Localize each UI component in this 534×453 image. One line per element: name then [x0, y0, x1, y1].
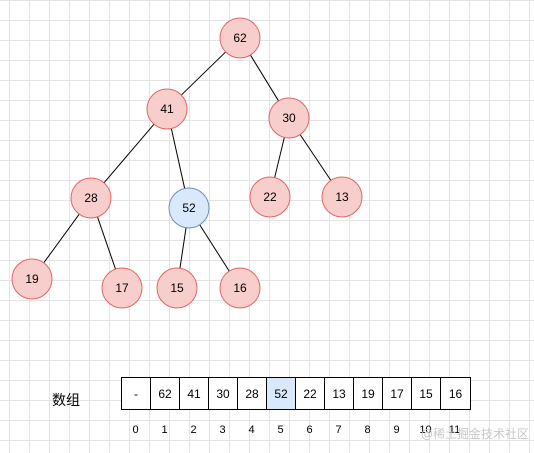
- tree-edge-n3-n8: [97, 216, 116, 270]
- tree-node-circle: [219, 17, 261, 59]
- tree-node-label: 17: [115, 281, 129, 295]
- array-index: 2: [190, 424, 197, 436]
- tree-edge-n4-n9: [179, 227, 187, 269]
- tree-edge-n3-n7: [43, 213, 80, 264]
- tree-edge-n0-n1: [180, 51, 227, 96]
- tree-edge-n2-n6: [299, 134, 332, 181]
- tree-node: 28: [70, 177, 112, 219]
- tree-node-label: 19: [25, 272, 39, 286]
- tree-edge-n1-n3: [103, 123, 155, 184]
- tree-node: 30: [268, 97, 310, 139]
- array-cell: 17: [383, 378, 412, 409]
- tree-node-label: 15: [170, 281, 184, 295]
- array-index: 10: [419, 424, 432, 436]
- array-index: 4: [248, 424, 255, 436]
- tree-node-highlighted: 52: [168, 187, 210, 229]
- array-cell: 41: [180, 378, 209, 409]
- array-cell: 15: [412, 378, 441, 409]
- tree-node-circle: [168, 187, 210, 229]
- array-cell: 62: [151, 378, 180, 409]
- array-cell: 13: [325, 378, 354, 409]
- watermark: @稀土掘金技术社区: [421, 427, 530, 441]
- tree-nodes: 62 41 30 28 52 22 13 19 17 15 16: [11, 17, 363, 309]
- tree-node-label: 62: [233, 31, 247, 45]
- array-index: 7: [335, 424, 342, 436]
- tree-node: 41: [146, 88, 188, 130]
- tree-node: 16: [219, 267, 261, 309]
- tree-node-label: 30: [282, 111, 296, 125]
- array-index: 9: [393, 424, 400, 436]
- tree-node-circle: [11, 258, 53, 300]
- array-cell: -: [122, 378, 151, 409]
- tree-node-circle: [156, 267, 198, 309]
- array-cell: 19: [354, 378, 383, 409]
- tree-edge-n0-n2: [250, 54, 279, 102]
- array-index: 11: [448, 424, 461, 436]
- tree-node-label: 22: [263, 190, 277, 204]
- tree-node-circle: [101, 267, 143, 309]
- array-index: 0: [132, 424, 139, 436]
- tree-node-label: 13: [335, 190, 349, 204]
- tree-edge-n1-n4: [170, 128, 186, 189]
- array-index: 8: [364, 424, 371, 436]
- tree-node-label: 16: [233, 281, 247, 295]
- tree-edge-n4-n10: [199, 224, 230, 272]
- array-indices: 0 1 2 3 4 5 6 7 8 9 10 11: [121, 424, 469, 436]
- array-cell-highlighted: 52: [267, 378, 296, 409]
- tree-node: 22: [249, 176, 291, 218]
- tree-node-label: 41: [160, 102, 174, 116]
- array-cell: 28: [238, 378, 267, 409]
- array-cell: 30: [209, 378, 238, 409]
- array-index: 5: [277, 424, 284, 436]
- tree-node: 19: [11, 258, 53, 300]
- array-label: 数组: [52, 393, 80, 409]
- tree-node: 13: [321, 176, 363, 218]
- tree-node: 17: [101, 267, 143, 309]
- array-cell: 22: [296, 378, 325, 409]
- array-index: 1: [161, 424, 168, 436]
- tree-node: 62: [219, 17, 261, 59]
- heap-tree-diagram: 62 41 30 28 52 22 13 19 17 15 16: [11, 17, 363, 309]
- tree-node: 15: [156, 267, 198, 309]
- tree-node-circle: [219, 267, 261, 309]
- tree-node-label: 52: [182, 201, 196, 215]
- tree-edges: [43, 51, 332, 272]
- tree-node-circle: [146, 88, 188, 130]
- tree-node-circle: [321, 176, 363, 218]
- array-cell: 16: [441, 378, 470, 409]
- tree-node-circle: [268, 97, 310, 139]
- tree-edge-n2-n5: [274, 137, 285, 178]
- tree-node-circle: [70, 177, 112, 219]
- array-index: 6: [306, 424, 313, 436]
- array-index: 3: [219, 424, 226, 436]
- tree-node-circle: [249, 176, 291, 218]
- tree-node-label: 28: [84, 191, 98, 205]
